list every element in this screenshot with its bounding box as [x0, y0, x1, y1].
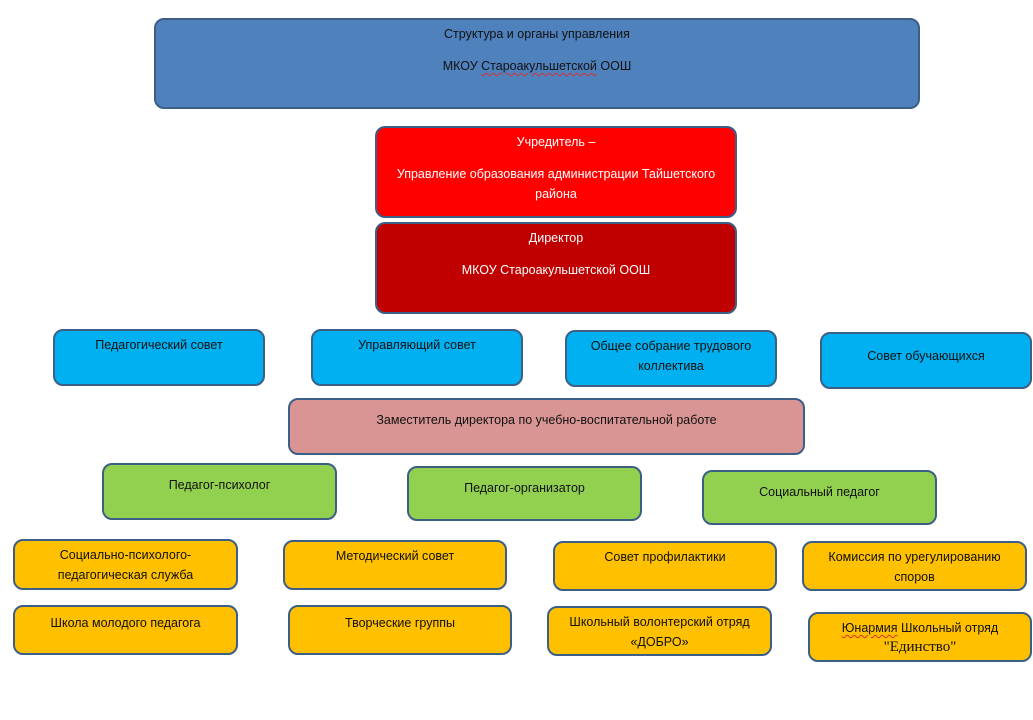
staff-meeting: Общее собрание трудового коллектива: [590, 339, 752, 373]
school-name: МКОУ Староакульшетской ООШ: [156, 56, 918, 76]
staff-meeting-box: Общее собрание трудового коллектива: [565, 330, 777, 387]
governing-council-box: Управляющий совет: [311, 329, 523, 386]
founder-heading: Учредитель –: [516, 135, 596, 149]
psych-service-box: Социально-психолого-педагогическая служб…: [13, 539, 238, 590]
methodical-council-box: Методический совет: [283, 540, 507, 590]
structure-title-box: Структура и органы управления МКОУ Старо…: [154, 18, 920, 109]
yunarmia-squad-text: Школьный отряд: [897, 621, 999, 635]
dispute-commission: Комиссия по урегулированию споров: [828, 550, 1001, 584]
prevention-council: Совет профилактики: [604, 550, 726, 564]
dispute-commission-box: Комиссия по урегулированию споров: [802, 541, 1027, 591]
pedagogical-council-box: Педагогический совет: [53, 329, 265, 386]
founder-box: Учредитель – Управление образования адми…: [375, 126, 737, 218]
school-name-main: Староакульшетской: [481, 59, 597, 73]
pedagogical-council: Педагогический совет: [95, 338, 223, 352]
yunarmia-squad-name: "Единство": [883, 639, 957, 655]
psychologist-box: Педагог-психолог: [102, 463, 337, 520]
yunarmia-word: Юнармия: [841, 621, 898, 635]
yunarmia-squad-box: Юнармия Школьный отряд "Единство": [808, 612, 1032, 662]
organizer-box: Педагог-организатор: [407, 466, 642, 521]
creative-groups-box: Творческие группы: [288, 605, 512, 655]
deputy-director: Заместитель директора по учебно-воспитат…: [376, 413, 717, 427]
school-name-suffix: ООШ: [596, 59, 632, 73]
governing-council: Управляющий совет: [358, 338, 476, 352]
psych-service: Социально-психолого-педагогическая служб…: [57, 548, 194, 582]
deputy-director-box: Заместитель директора по учебно-воспитат…: [288, 398, 805, 455]
volunteer-squad: Школьный волонтерский отряд «ДОБРО»: [569, 615, 750, 649]
social-pedagogue-box: Социальный педагог: [702, 470, 937, 525]
young-teacher-school-box: Школа молодого педагога: [13, 605, 238, 655]
director-school: МКОУ Староакульшетской ООШ: [461, 263, 651, 277]
student-council: Совет обучающихся: [867, 349, 985, 363]
school-name-prefix: МКОУ: [442, 59, 482, 73]
director-heading: Директор: [528, 231, 584, 245]
director-box: Директор МКОУ Староакульшетской ООШ: [375, 222, 737, 314]
social-pedagogue: Социальный педагог: [759, 485, 880, 499]
organizer: Педагог-организатор: [464, 481, 585, 495]
creative-groups: Творческие группы: [345, 616, 455, 630]
young-teacher-school: Школа молодого педагога: [50, 616, 201, 630]
structure-title: Структура и органы управления: [444, 27, 630, 41]
founder-name: Управление образования администрации Тай…: [396, 167, 716, 201]
methodical-council: Методический совет: [335, 549, 455, 563]
yunarmia-squad-line1: Юнармия Школьный отряд: [810, 618, 1030, 638]
student-council-box: Совет обучающихся: [820, 332, 1032, 389]
prevention-council-box: Совет профилактики: [553, 541, 777, 591]
volunteer-squad-box: Школьный волонтерский отряд «ДОБРО»: [547, 606, 772, 656]
psychologist: Педагог-психолог: [168, 478, 271, 492]
